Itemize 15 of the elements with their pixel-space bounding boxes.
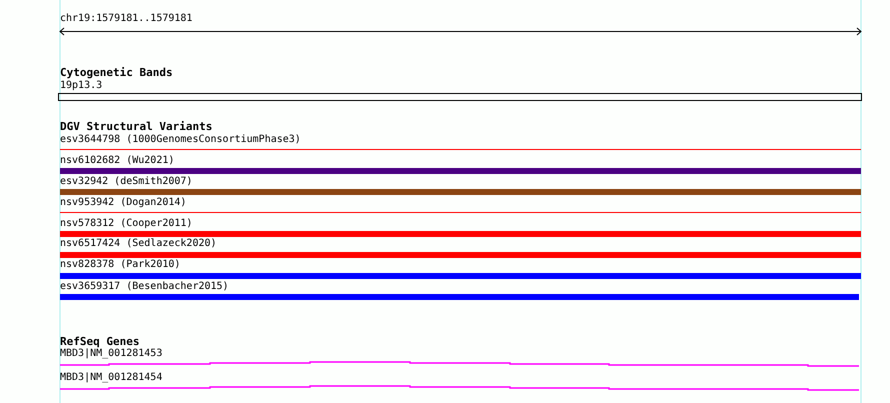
variant-label: esv32942 (deSmith2007) xyxy=(60,176,192,188)
variant-label: nsv578312 (Cooper2011) xyxy=(60,218,192,230)
coordinate-label: chr19:1579181..1579181 xyxy=(60,13,192,25)
variant-label: nsv6102682 (Wu2021) xyxy=(60,155,174,167)
variant-label: nsv953942 (Dogan2014) xyxy=(60,197,186,209)
variant-label: nsv6517424 (Sedlazeck2020) xyxy=(60,238,217,250)
gene-label: MBD3|NM_001281453 xyxy=(60,348,162,360)
gene-label: MBD3|NM_001281454 xyxy=(60,372,162,384)
variant-label: esv3659317 (Besenbacher2015) xyxy=(60,281,229,293)
track-title: RefSeq Genes xyxy=(60,336,140,348)
variant-label: nsv828378 (Park2010) xyxy=(60,259,180,271)
cytoband-label: 19p13.3 xyxy=(60,80,102,92)
track-title: Cytogenetic Bands xyxy=(60,67,173,79)
track-title: DGV Structural Variants xyxy=(60,121,212,133)
variant-label: esv3644798 (1000GenomesConsortiumPhase3) xyxy=(60,134,301,146)
